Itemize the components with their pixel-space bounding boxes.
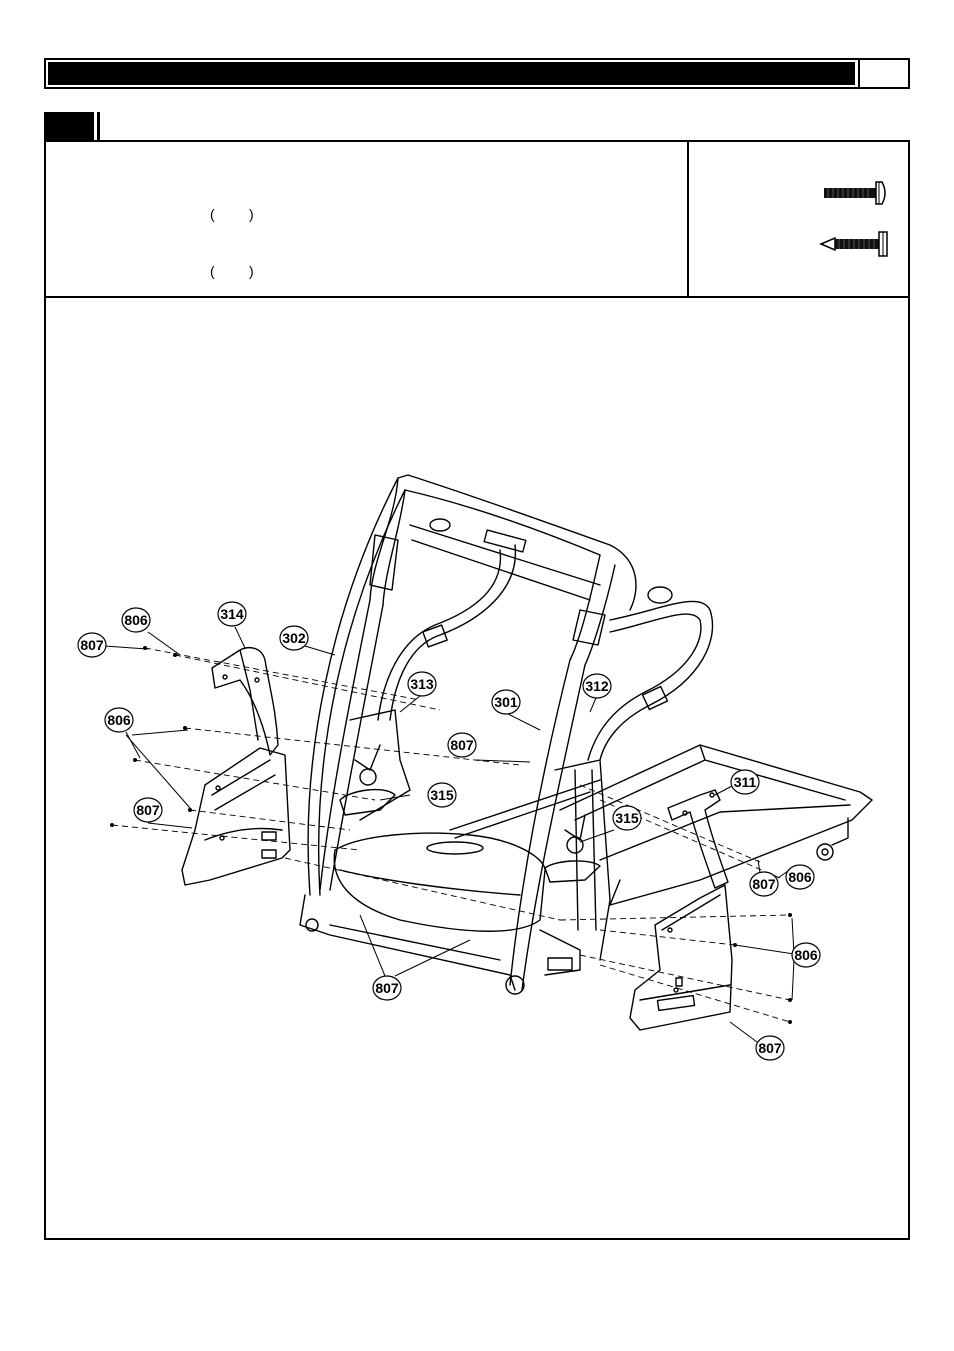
bolt-icon — [824, 181, 886, 205]
callout-806-b: 806 — [104, 707, 134, 733]
part-callouts: 806 807 314 302 806 313 301 312 — [77, 601, 821, 1061]
upright-frame — [307, 474, 673, 991]
svg-text:315: 315 — [615, 810, 639, 826]
svg-text:806: 806 — [794, 947, 818, 963]
svg-text:315: 315 — [430, 787, 454, 803]
svg-text:313: 313 — [410, 676, 434, 692]
callout-807-f: 807 — [755, 1035, 785, 1061]
svg-text:312: 312 — [585, 678, 609, 694]
callout-807-e: 807 — [372, 975, 402, 1001]
callout-806-a: 806 — [121, 607, 151, 633]
right-lower-cover — [629, 884, 733, 1031]
svg-text:806: 806 — [788, 869, 812, 885]
leader-lines — [103, 626, 796, 1043]
callout-312: 312 — [582, 673, 612, 699]
callout-807-c: 807 — [133, 797, 163, 823]
svg-text:311: 311 — [734, 774, 757, 790]
assembly-lines — [111, 647, 791, 1023]
step-1-paren-close: ) — [249, 206, 254, 222]
left-lower-cover — [181, 747, 291, 886]
callout-806-d: 806 — [791, 942, 821, 968]
svg-text:807: 807 — [375, 980, 399, 996]
step-tag — [44, 112, 97, 141]
header-divider — [858, 60, 860, 87]
callout-806-c: 806 — [785, 864, 815, 890]
svg-text:806: 806 — [124, 612, 148, 628]
svg-text:301: 301 — [494, 694, 518, 710]
step-1-paren-open: ( — [210, 206, 215, 222]
instruction-divider — [687, 142, 689, 296]
step-2-paren-close: ) — [249, 263, 254, 279]
callout-807-a: 807 — [77, 632, 107, 658]
hardware-panel — [819, 181, 888, 257]
svg-text:302: 302 — [282, 630, 306, 646]
header-title-bar — [48, 62, 855, 85]
svg-text:807: 807 — [136, 802, 160, 818]
instruction-box: ( ) ( ) — [44, 140, 910, 298]
svg-text:807: 807 — [80, 637, 104, 653]
callout-301: 301 — [491, 689, 521, 715]
callout-315-b: 315 — [612, 805, 642, 831]
diagram-box — [44, 296, 910, 1240]
svg-text:806: 806 — [107, 712, 131, 728]
callout-311: 311 — [730, 769, 760, 795]
page-header — [44, 58, 910, 89]
right-upper-cover — [667, 789, 729, 889]
svg-text:314: 314 — [220, 606, 244, 622]
callout-807-d: 807 — [749, 871, 779, 897]
svg-text:807: 807 — [758, 1040, 782, 1056]
handrails — [377, 544, 714, 761]
svg-text:807: 807 — [450, 737, 474, 753]
callout-313: 313 — [407, 671, 437, 697]
motor-hood — [299, 832, 581, 995]
side-supports — [339, 709, 611, 961]
svg-text:807: 807 — [752, 876, 776, 892]
step-2-paren-open: ( — [210, 263, 215, 279]
callout-807-b: 807 — [447, 732, 477, 758]
callout-314: 314 — [217, 601, 247, 627]
self-tapping-screw-icon — [819, 231, 888, 257]
callout-302: 302 — [279, 625, 309, 651]
left-upper-cover — [211, 647, 279, 756]
callout-315-a: 315 — [427, 782, 457, 808]
running-deck — [449, 744, 873, 906]
